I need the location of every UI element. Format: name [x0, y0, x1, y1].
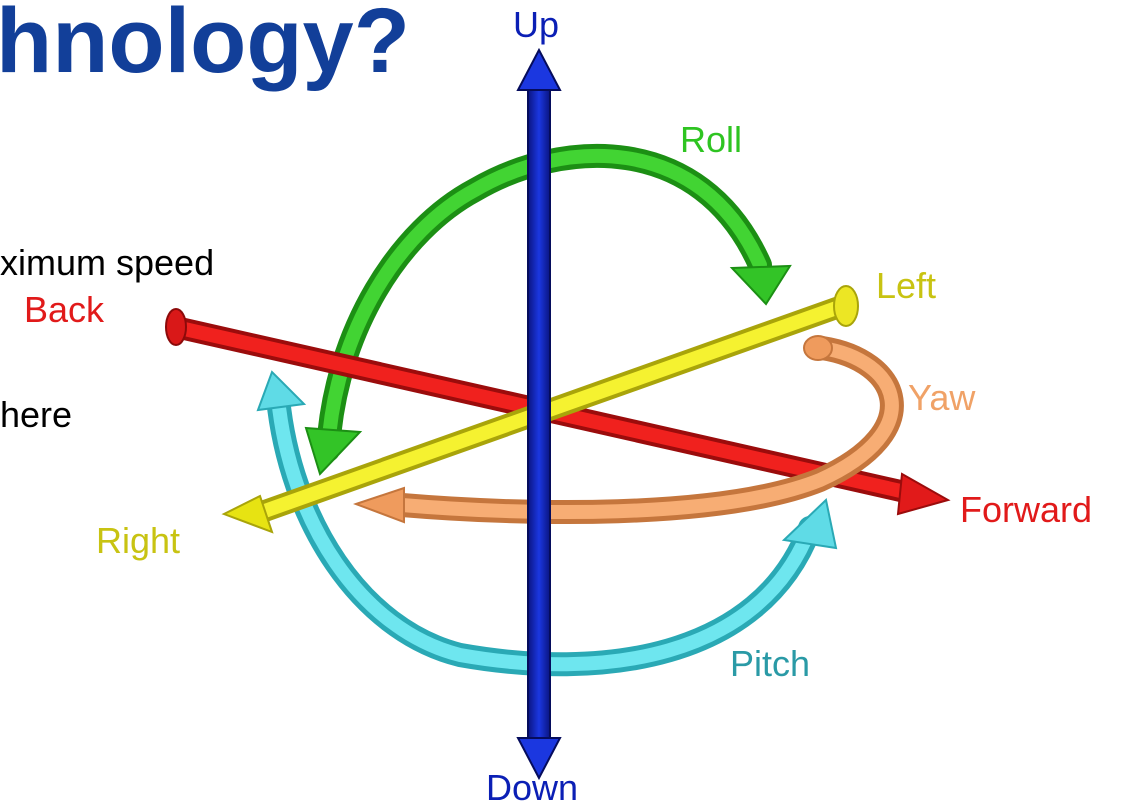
bullet-text-2: here [0, 394, 73, 435]
right-label: Right [96, 520, 180, 561]
up-down-axis [516, 47, 562, 781]
back-label: Back [24, 289, 105, 330]
pitch-label: Pitch [730, 643, 810, 684]
pitch-arrow [256, 370, 838, 677]
left-right-axis [221, 285, 859, 534]
bullet-text-1: ximum speed [0, 242, 215, 283]
roll-label: Roll [680, 119, 742, 160]
yaw-arrow [353, 335, 904, 525]
down-label: Down [486, 767, 578, 806]
roll-arrow [304, 143, 792, 476]
yaw-label: Yaw [908, 377, 976, 418]
left-label: Left [876, 265, 936, 306]
forward-label: Forward [960, 489, 1092, 530]
slide-title: hnology? [0, 0, 410, 92]
up-label: Up [513, 4, 559, 45]
